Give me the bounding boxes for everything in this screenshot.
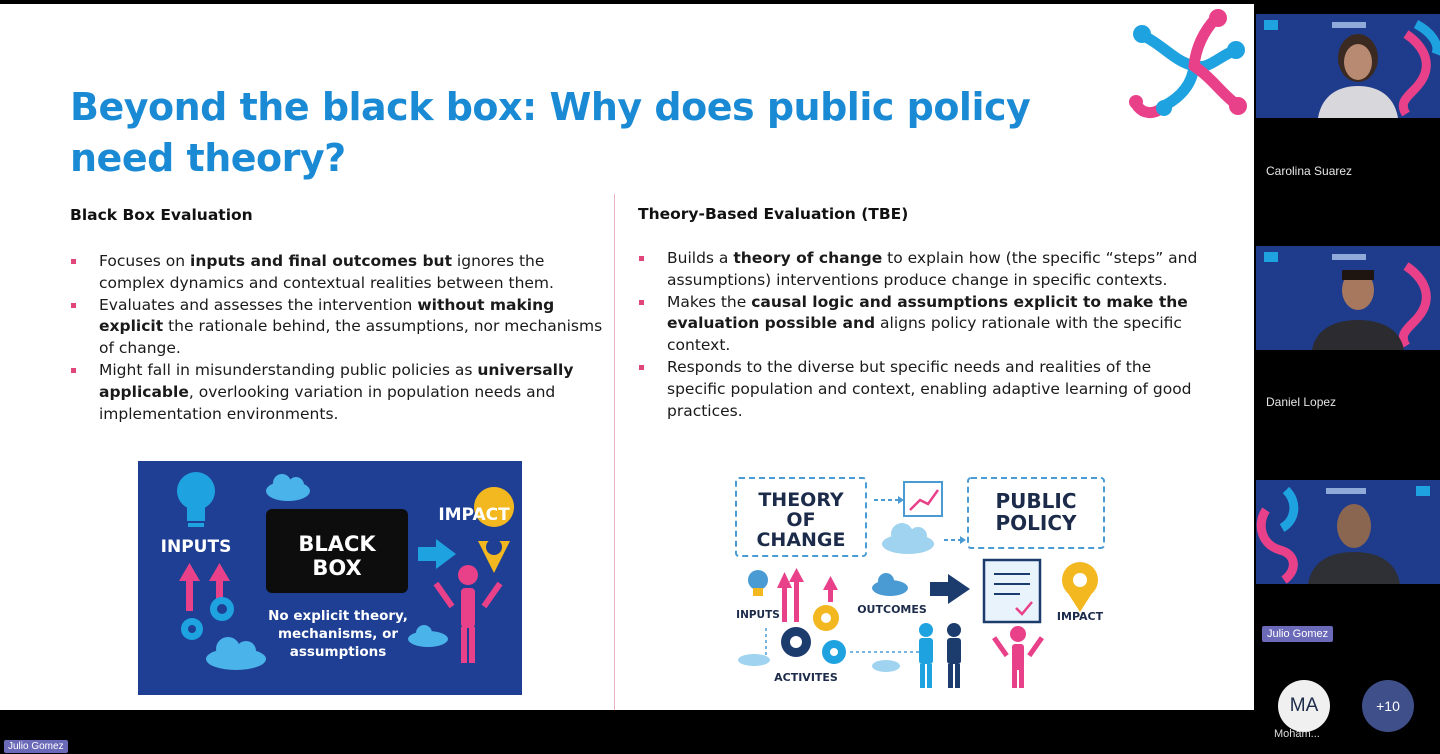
cloud-icon: [738, 654, 770, 666]
policy-label-line-1: PUBLIC: [995, 489, 1077, 513]
bullet-item: Responds to the diverse but specific nee…: [639, 357, 1214, 422]
gear-icon: [822, 640, 846, 664]
inputs-label: INPUTS: [160, 537, 232, 557]
cloud-icon: [266, 474, 310, 501]
lightbulb-icon: [177, 472, 215, 527]
cloud-icon: [206, 637, 266, 670]
gear-icon: [181, 618, 203, 640]
participant-video-feed: [1256, 246, 1440, 350]
more-participants-button[interactable]: +10: [1362, 680, 1414, 732]
bullet-item: Focuses on inputs and final outcomes but…: [71, 251, 611, 295]
bullet-text: Responds to the diverse but specific nee…: [667, 357, 1192, 420]
caption-line-3: assumptions: [289, 644, 387, 660]
slide-title: Beyond the black box: Why does public po…: [70, 85, 1031, 180]
black-box-block: [266, 509, 408, 593]
bullet-item: Builds a theory of change to explain how…: [639, 248, 1214, 292]
black-box-label-line-2: BOX: [312, 556, 362, 580]
theory-of-change-illustration-graphics: [735, 477, 1105, 688]
right-arrow-icon: [418, 539, 456, 569]
participant-video-tile[interactable]: [1256, 14, 1440, 118]
black-box-heading: Black Box Evaluation: [70, 206, 253, 224]
theory-label-line-2: OF: [786, 509, 816, 531]
caption-line-1: No explicit theory,: [268, 608, 408, 624]
document-icon: [982, 558, 1042, 624]
outcomes-label: OUTCOMES: [857, 603, 927, 616]
bullet-marker: [639, 256, 644, 261]
participant-name: Carolina Suarez: [1266, 164, 1353, 178]
chart-trend-icon: [903, 481, 943, 517]
bullet-text: Focuses on inputs and final outcomes but…: [99, 252, 554, 292]
participant-name: Moham...: [1274, 728, 1320, 740]
people-icon: [919, 623, 961, 688]
participant-video-tile[interactable]: [1256, 246, 1440, 350]
bottom-bar: Julio Gomez: [0, 710, 1254, 754]
bullet-marker: [71, 367, 76, 373]
location-pin-icon: [474, 487, 515, 573]
theory-label-line-3: CHANGE: [756, 529, 846, 551]
bullet-marker: [639, 364, 644, 370]
impact-label: IMPACT: [1056, 610, 1104, 623]
participant-video-tile[interactable]: [1256, 480, 1440, 584]
person-cheering-icon: [433, 565, 503, 663]
black-box-label-line-1: BLACK: [298, 532, 376, 556]
black-box-illustration: INPUTS BLACK BOX IMPACT No explicit theo…: [138, 461, 522, 695]
policy-label-line-2: POLICY: [995, 511, 1077, 535]
tbe-bullet-list: Builds a theory of change to explain how…: [639, 248, 1214, 422]
column-divider: [614, 194, 615, 710]
cloud-icon: [872, 660, 900, 672]
theory-of-change-illustration: THEORY OF CHANGE PUBLIC POLICY INPUTS OU…: [730, 468, 1110, 690]
bullet-text: Might fall in misunderstanding public po…: [99, 360, 574, 423]
gear-icon: [210, 597, 234, 621]
up-arrow-icon: [777, 568, 838, 622]
right-arrow-icon: [930, 574, 970, 604]
lightbulb-icon: [748, 570, 768, 596]
brand-molecule-logo-icon: [1129, 9, 1247, 118]
person-cheering-icon: [992, 626, 1044, 688]
participant-video-feed: [1256, 14, 1440, 118]
location-pin-icon: [1062, 562, 1098, 612]
up-arrow-icon: [179, 563, 230, 611]
participant-avatar[interactable]: MA: [1278, 680, 1330, 732]
bullet-text: Evaluates and assesses the intervention …: [99, 295, 603, 358]
participant-name: Daniel Lopez: [1266, 395, 1337, 409]
cloud-icon: [408, 625, 448, 647]
cloud-icon: [882, 523, 934, 554]
participant-video-feed: [1256, 480, 1440, 584]
bullet-item: Evaluates and assesses the intervention …: [71, 295, 611, 360]
black-box-illustration-graphics: [177, 472, 515, 670]
inputs-label: INPUTS: [736, 609, 780, 621]
theory-box-border: [735, 477, 867, 557]
bullet-text: Builds a theory of change to explain how…: [667, 249, 1198, 289]
bullet-item: Makes the causal logic and assumptions e…: [639, 292, 1214, 357]
bullet-item: Might fall in misunderstanding public po…: [71, 360, 611, 425]
participant-name-tag: Julio Gomez: [1262, 626, 1334, 642]
bullet-marker: [71, 259, 76, 264]
tbe-heading: Theory-Based Evaluation (TBE): [638, 205, 909, 223]
impact-label: IMPACT: [438, 505, 510, 525]
bullet-marker: [639, 299, 644, 305]
caption-line-2: mechanisms, or: [277, 626, 399, 642]
black-box-bullet-list: Focuses on inputs and final outcomes but…: [71, 251, 611, 425]
gear-icon: [781, 627, 811, 657]
bullet-text: Makes the causal logic and assumptions e…: [667, 292, 1188, 355]
presenter-name-tag: Julio Gomez: [4, 740, 68, 753]
bullet-marker: [71, 302, 76, 308]
shared-slide: Beyond the black box: Why does public po…: [0, 4, 1254, 710]
cloud-icon: [872, 573, 908, 596]
gear-icon: [813, 605, 839, 631]
theory-label-line-1: THEORY: [758, 489, 844, 511]
activities-label: ACTIVITES: [774, 671, 838, 684]
policy-box-border: [967, 477, 1105, 549]
participants-panel: Carolina Suarez Daniel Lopez Julio Gomez…: [1254, 0, 1440, 754]
